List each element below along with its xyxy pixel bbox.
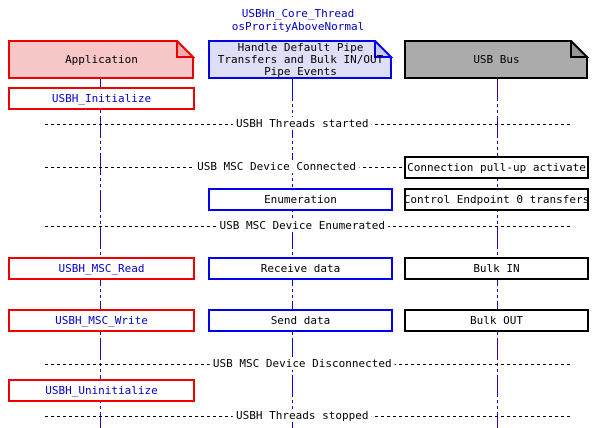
note-shape-application [8, 40, 195, 79]
receive-data-box: Receive data [208, 257, 393, 280]
core-thread-title: USBHn_Core_Thread osProrityAboveNormal [178, 7, 418, 33]
event-label-device-connected: USB MSC Device Connected [194, 160, 360, 173]
application-header-note: Application [8, 40, 195, 79]
core-thread-priority: osProrityAboveNormal [231, 20, 365, 33]
event-device-enumerated: USB MSC Device Enumerated [45, 219, 570, 232]
control-endpoint0-box: Control Endpoint 0 transfers [404, 188, 589, 211]
event-label-threads-started: USBH Threads started [233, 117, 372, 130]
bulk-in-box: Bulk IN [404, 257, 589, 280]
usb-bus-header-note: USB Bus [404, 40, 589, 79]
core-thread-header-label: Handle Default Pipe Transfers and Bulk I… [217, 40, 384, 78]
note-shape-core-thread [208, 40, 393, 79]
note-shape-usb-bus [404, 40, 589, 79]
event-threads-stopped: USBH Threads stopped [45, 409, 570, 422]
folded-corner-icon [374, 40, 393, 58]
event-device-disconnected: USB MSC Device Disconnected [45, 357, 570, 370]
event-label-device-enumerated: USB MSC Device Enumerated [216, 219, 389, 232]
bulk-out-box: Bulk OUT [404, 309, 589, 332]
enumeration-box: Enumeration [208, 188, 393, 211]
usbh-uninitialize-box: USBH_Uninitialize [8, 379, 195, 402]
core-thread-name: USBHn_Core_Thread [241, 7, 355, 20]
core-thread-lifeline [292, 79, 293, 428]
connection-pullup-box: Connection pull-up activate [404, 156, 589, 179]
folded-corner-icon [176, 40, 195, 58]
event-device-connected: USB MSC Device Connected [45, 160, 404, 173]
folded-corner-icon [570, 40, 589, 58]
event-label-threads-stopped: USBH Threads stopped [233, 409, 372, 422]
send-data-box: Send data [208, 309, 393, 332]
core-thread-header-note: Handle Default Pipe Transfers and Bulk I… [208, 40, 393, 79]
usb-bus-header-label: USB Bus [473, 52, 520, 66]
application-header-label: Application [65, 52, 138, 66]
event-label-device-disconnected: USB MSC Device Disconnected [209, 357, 395, 370]
usbh-msc-read-box: USBH_MSC_Read [8, 257, 195, 280]
usbh-initialize-box: USBH_Initialize [8, 87, 195, 110]
usb-bus-lifeline [497, 79, 498, 428]
application-lifeline [100, 79, 101, 428]
event-threads-started: USBH Threads started [45, 117, 570, 130]
usbh-msc-write-box: USBH_MSC_Write [8, 309, 195, 332]
